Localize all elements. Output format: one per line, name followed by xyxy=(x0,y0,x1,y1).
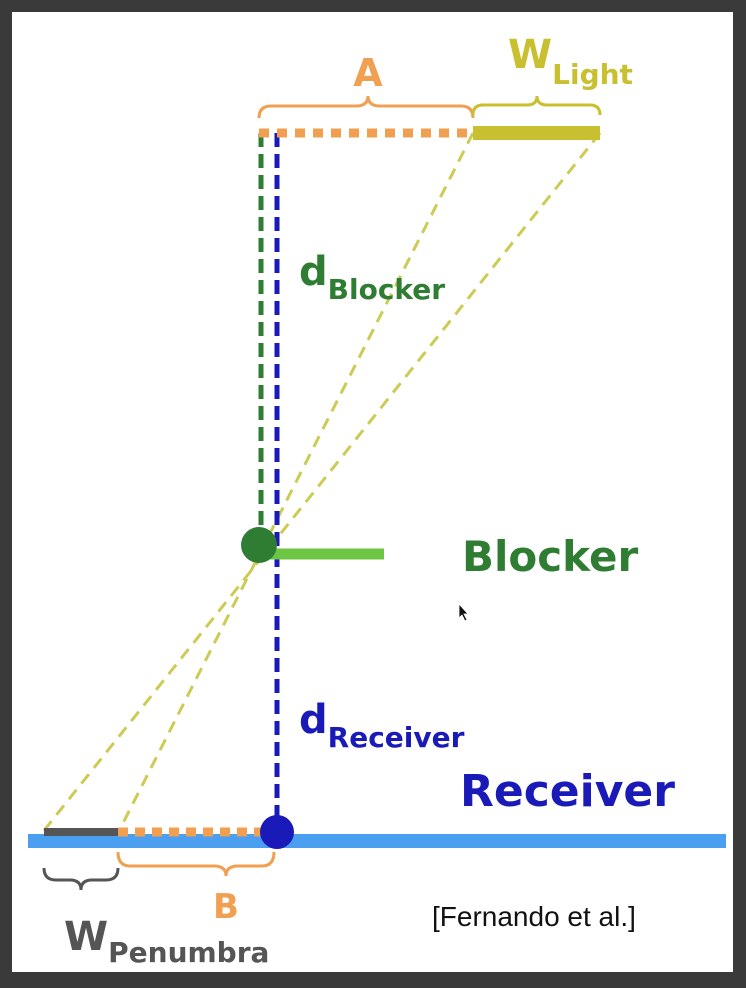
mouse-cursor-icon xyxy=(458,602,469,622)
ray-light-left-to-receiver-b xyxy=(116,132,475,834)
label-d-receiver: dReceiver xyxy=(299,697,465,754)
label-w-light: WLight xyxy=(508,32,633,91)
slide-canvas xyxy=(12,12,733,972)
citation: [Fernando et al.] xyxy=(432,901,636,932)
label-w-light-main: W xyxy=(508,32,552,78)
ray-light-right-to-receiver-left xyxy=(40,132,602,834)
label-w-penumbra-main: W xyxy=(64,914,108,960)
label-d-receiver-main: d xyxy=(299,697,328,743)
label-w-penumbra: WPenumbra xyxy=(64,914,269,969)
label-d-blocker-main: d xyxy=(299,249,328,295)
brace-w-penumbra xyxy=(42,867,120,891)
brace-w-light xyxy=(471,95,602,116)
label-blocker: Blocker xyxy=(462,532,638,581)
receiver-point xyxy=(260,815,294,849)
brace-a xyxy=(257,95,475,119)
label-d-blocker: dBlocker xyxy=(299,249,445,306)
label-w-light-sub: Light xyxy=(552,58,633,91)
brace-b xyxy=(116,851,276,877)
label-w-penumbra-sub: Penumbra xyxy=(108,936,269,969)
label-d-receiver-sub: Receiver xyxy=(328,721,465,754)
label-b: B xyxy=(213,887,239,927)
label-d-blocker-sub: Blocker xyxy=(328,273,446,306)
label-a: A xyxy=(353,51,383,95)
label-receiver: Receiver xyxy=(460,766,675,817)
blocker-point xyxy=(241,527,277,563)
